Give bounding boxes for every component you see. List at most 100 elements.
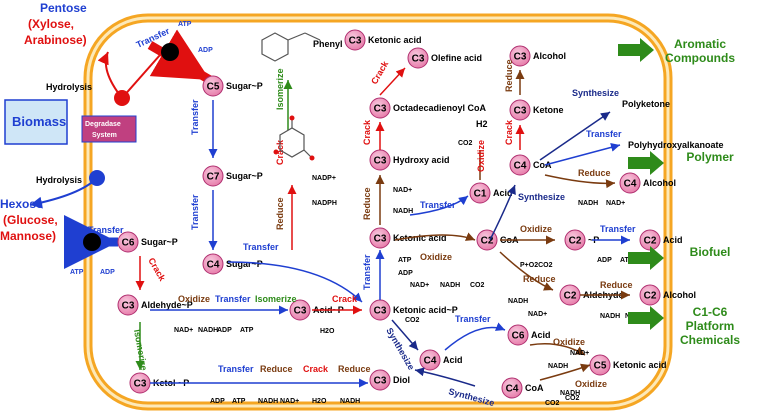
process-oxidize: Oxidize: [520, 224, 552, 234]
cofactor-label: NADH: [198, 327, 218, 334]
carbon-count: C5: [207, 82, 220, 93]
process-reduce: Reduce: [578, 168, 611, 178]
node-circle: [639, 284, 661, 306]
product-label: Platform: [686, 319, 735, 333]
carbon-count: C2: [481, 236, 494, 247]
node-label: CoA: [525, 383, 544, 393]
process-oxidize: Oxidize: [553, 337, 585, 347]
cofactor-label: NADH: [508, 298, 528, 305]
cofactor-label: NADH: [393, 208, 413, 215]
benzene-structure: [261, 32, 321, 62]
cofactor-label: NADH: [578, 200, 598, 207]
node-c3-ketone: C3 Ketone: [509, 99, 564, 121]
node-label: Sugar~P: [226, 171, 263, 181]
process-transfer: Transfer: [455, 314, 491, 324]
cofactor-label: CO2: [470, 282, 485, 289]
process-oxidize: Oxidize: [575, 379, 607, 389]
carbon-count: C3: [134, 379, 147, 390]
process-transfer: Transfer: [243, 242, 279, 252]
node-circle: [507, 324, 529, 346]
product-polymer: Polymer: [628, 150, 734, 175]
carbon-count: C6: [512, 331, 525, 342]
product-label: Polymer: [686, 150, 734, 164]
process-reduce: Reduce: [362, 187, 372, 220]
cofactor-label: CO2: [545, 400, 560, 407]
cofactor-label: NADPH: [312, 200, 337, 207]
node-circle: [509, 99, 531, 121]
node-circle: [469, 182, 491, 204]
process-reduce: Reduce: [338, 364, 371, 374]
node-circle: [509, 45, 531, 67]
node-c3-alcohol: C3 Alcohol: [509, 45, 566, 67]
product-label: C1-C6: [693, 305, 728, 319]
carbon-count: C3: [294, 306, 307, 317]
node-label: Hydroxy acid: [393, 155, 450, 165]
carbon-count: C3: [374, 234, 387, 245]
carbon-count: C6: [122, 238, 135, 249]
pentose-sugars-2: Arabinose): [24, 33, 87, 47]
product-arrow: [628, 246, 664, 270]
hexose-title: Hexose: [0, 197, 43, 211]
cofactor-label: NADH: [258, 398, 278, 405]
carbon-count: C3: [374, 104, 387, 115]
node-label: Alcohol: [533, 51, 566, 61]
node-circle: [501, 377, 523, 399]
product-arrow: [628, 306, 664, 330]
node-circle: [117, 294, 139, 316]
cofactor-label: NAD+: [570, 350, 589, 357]
node-circle: [117, 231, 139, 253]
carbon-count: C5: [594, 361, 607, 372]
node-label: Acid: [531, 330, 551, 340]
process-crack: Crack: [369, 58, 391, 86]
node-label: Olefine acid: [431, 53, 482, 63]
hexose-sugars: (Glucose,: [3, 213, 58, 227]
carbon-count: C4: [424, 356, 437, 367]
product-arrow: [628, 151, 664, 175]
cofactor-label: Polyhydroxyalkanoate: [628, 140, 724, 150]
node-label: Ketonic acid: [613, 360, 667, 370]
carbon-count: C3: [374, 376, 387, 387]
cofactor-label: CO2: [565, 395, 580, 402]
carbon-count: C3: [514, 106, 527, 117]
process-isomerize: Isomerize: [255, 294, 297, 304]
product-biofuel: Biofuel: [628, 245, 730, 270]
process-reduce: Reduce: [504, 59, 514, 92]
node-label: Ketone: [533, 105, 564, 115]
node-circle: [564, 229, 586, 251]
cofactor-label: H2: [476, 119, 488, 129]
node-circle: [407, 47, 429, 69]
process-reduce: Reduce: [275, 197, 285, 230]
atp-top: ATP: [178, 21, 192, 28]
process-transfer: Transfer: [586, 129, 622, 139]
node-label: Ketonic acid: [368, 35, 422, 45]
biomass-label: Biomass: [12, 114, 66, 129]
carbon-count: C3: [514, 52, 527, 63]
cofactor-label: CO2: [405, 317, 420, 324]
node-circle: [419, 349, 441, 371]
transfer-hexose: Transfer: [88, 225, 124, 235]
cofactor-label: ATP: [398, 257, 412, 264]
node-label: Aldehyde~P: [141, 300, 193, 310]
cofactor-label: NAD+: [410, 282, 429, 289]
process-crack: Crack: [362, 119, 372, 145]
process-crack: Crack: [146, 256, 168, 284]
carbon-count: C4: [514, 161, 527, 172]
process-transfer: Transfer: [215, 294, 251, 304]
cofactor-label: ADP: [217, 327, 232, 334]
cofactor-label: NADH: [548, 363, 568, 370]
cofactor-label: NADH: [340, 398, 360, 405]
pentose-sugars: (Xylose,: [28, 17, 74, 31]
cofactor-label: ADP: [398, 270, 413, 277]
